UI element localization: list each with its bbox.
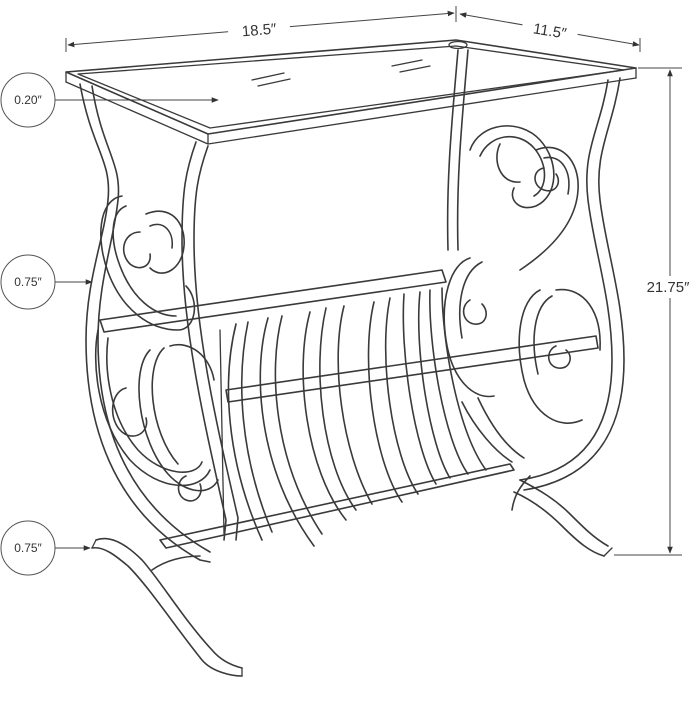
width-label: 18.5″	[241, 21, 277, 41]
height-dimension: 21.75″	[614, 67, 697, 556]
callout-label: 0.75″	[14, 541, 42, 555]
depth-dimension: 11.5″	[459, 12, 641, 52]
callout-glass-thickness: 0.20″	[0, 72, 219, 128]
table-illustration	[65, 39, 637, 677]
left-end-frame	[79, 83, 243, 677]
height-label: 21.75″	[647, 279, 691, 296]
callout-frame-tube: 0.75″	[0, 254, 93, 310]
right-end-frame	[446, 49, 625, 557]
callout-label: 0.75″	[14, 275, 42, 289]
cross-rails	[99, 269, 599, 549]
depth-label: 11.5″	[532, 20, 568, 42]
width-dimension: 18.5″	[65, 6, 457, 52]
magazine-rack-bands	[227, 287, 525, 547]
callout-foot-tube: 0.75″	[0, 520, 91, 576]
glass-top	[65, 39, 637, 145]
left-scrolls	[94, 195, 219, 502]
callout-label: 0.20″	[14, 93, 42, 107]
right-scrolls	[443, 125, 601, 424]
